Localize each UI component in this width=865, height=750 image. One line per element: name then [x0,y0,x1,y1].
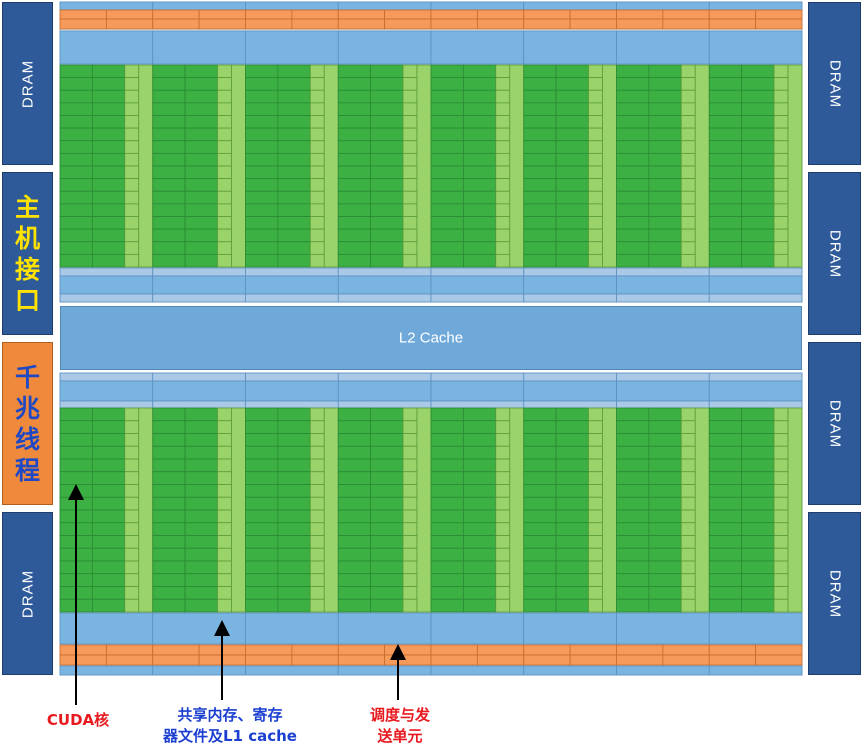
sm-strip [708,293,803,303]
shared-memory [616,612,710,645]
scheduler-unit [755,654,803,666]
sm-bottom-strip [708,665,803,676]
host-interface-label: 主 机 接 口 [14,192,40,315]
shared-memory-caption: 共享内存、寄存 器文件及L1 cache [163,706,297,745]
shared-memory [337,612,432,645]
host-interface-block: 主 机 接 口 [2,172,53,335]
shared-memory [245,612,339,645]
scheduler-caption: 调度与发 送单元 [369,706,430,745]
dram-left-bottom: DRAM [2,512,53,675]
shared-memory [430,612,525,645]
sfu-column [787,407,803,613]
scheduler-unit [755,18,803,30]
dram-left-top: DRAM [2,2,53,165]
cuda-core-caption: CUDA核 [46,711,110,729]
l2-cache: L2 Cache [60,306,802,370]
dram-right-4: DRAM [808,512,861,675]
shared-memory [152,30,246,65]
shared-memory [245,30,339,65]
gigathread-engine-block: 千 兆 线 程 [2,342,53,505]
shared-memory [708,612,803,645]
shared-memory [523,30,617,65]
shared-memory [430,30,525,65]
shared-memory [59,30,154,65]
dram-right-3: DRAM [808,342,861,505]
gigathread-label: 千 兆 线 程 [14,362,40,485]
shared-memory [708,30,803,65]
shared-memory [616,30,710,65]
dram-right-1: DRAM [808,2,861,165]
l2-cache-label: L2 Cache [398,329,464,347]
sfu-column [787,64,803,268]
shared-memory [152,612,246,645]
dram-right-2: DRAM [808,172,861,335]
shared-memory [337,30,432,65]
